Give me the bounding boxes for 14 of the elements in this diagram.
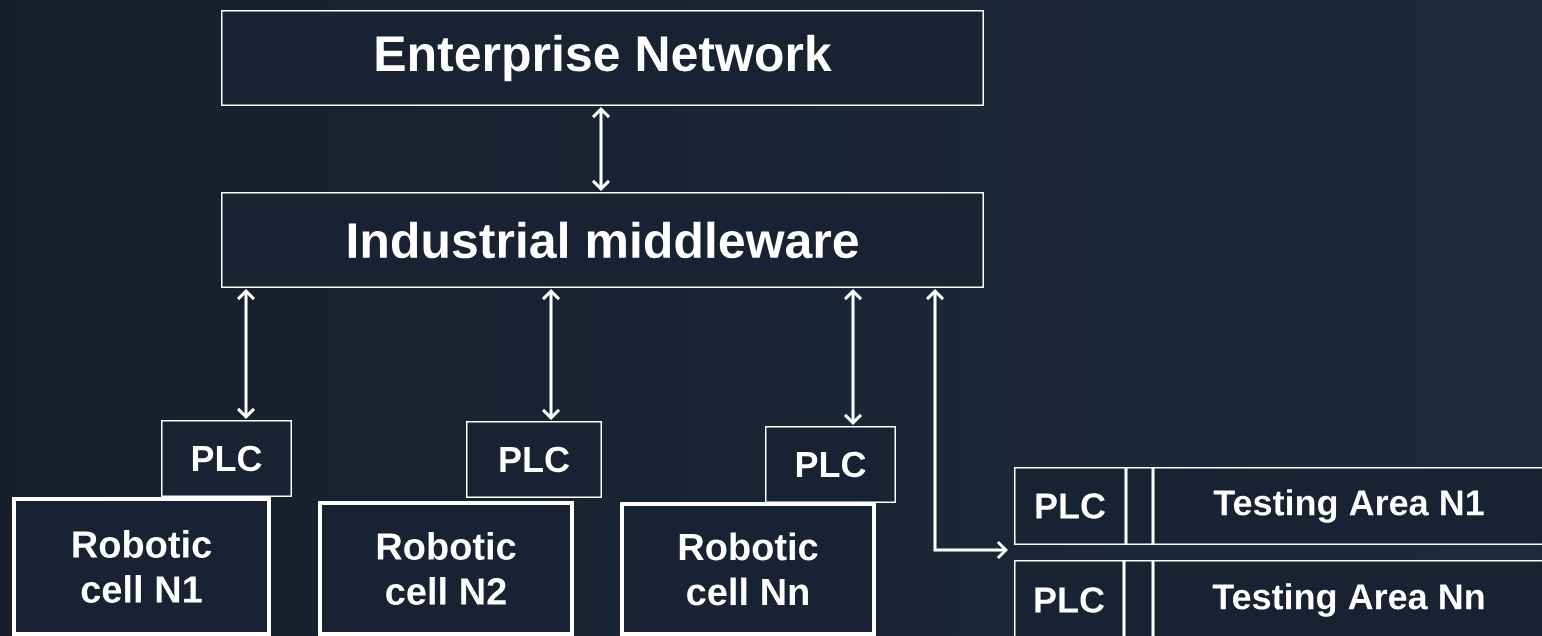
plc-box: PLC: [765, 426, 896, 503]
arrow: [541, 289, 561, 420]
empty-box: [1126, 467, 1153, 545]
network-box: Enterprise Network: [221, 10, 984, 106]
arrow: [236, 289, 256, 419]
arrow: [925, 289, 1008, 560]
empty-box: [1124, 560, 1153, 636]
plc-box: PLC: [466, 421, 602, 498]
cell-box: Robotic cell N2: [318, 501, 574, 636]
arrow: [591, 107, 611, 191]
middleware-box: Industrial middleware: [221, 192, 984, 288]
cell-box: Robotic cell Nn: [620, 502, 876, 636]
arrow: [843, 289, 863, 425]
plc-box: PLC: [161, 420, 292, 497]
